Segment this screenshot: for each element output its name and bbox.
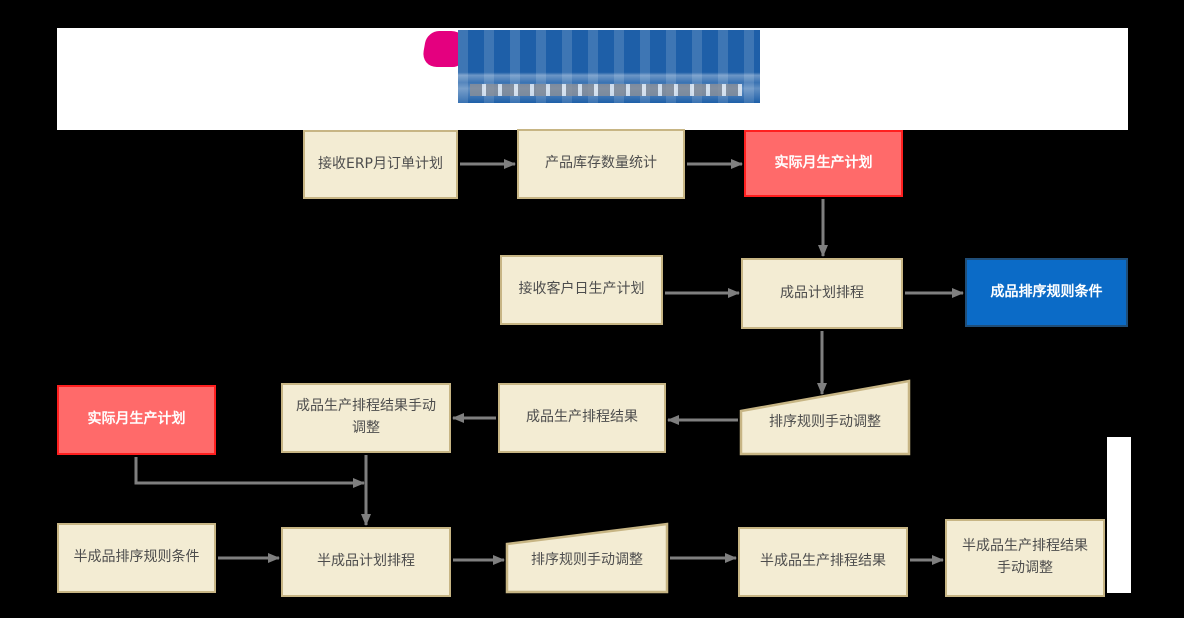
- node-finished-result-manual: 成品生产排程结果手动调整: [281, 383, 451, 453]
- node-finished-sort-rules: 成品排序规则条件: [965, 258, 1128, 327]
- arrow-actual-left-elbow: [134, 457, 365, 488]
- logo-subtext-block: [470, 84, 742, 96]
- node-customer-daily-plan: 接收客户日生产计划: [500, 255, 663, 325]
- node-inventory-count: 产品库存数量统计: [517, 129, 685, 199]
- node-finished-schedule: 成品计划排程: [741, 258, 903, 329]
- node-erp-order: 接收ERP月订单计划: [303, 130, 458, 199]
- node-sort-manual-adjust-1: 排序规则手动调整: [769, 414, 881, 431]
- node-sort-manual-adjust-2: 排序规则手动调整: [531, 552, 643, 569]
- node-finished-result: 成品生产排程结果: [498, 383, 666, 453]
- white-artifact: [1107, 437, 1131, 593]
- node-semi-result: 半成品生产排程结果: [738, 527, 908, 597]
- node-actual-monthly-plan-left: 实际月生产计划: [57, 385, 216, 455]
- node-semi-sort-rules: 半成品排序规则条件: [57, 523, 216, 593]
- node-actual-monthly-plan-top: 实际月生产计划: [744, 130, 903, 197]
- node-semi-result-manual: 半成品生产排程结果手动调整: [945, 519, 1105, 597]
- node-semi-schedule: 半成品计划排程: [281, 527, 451, 597]
